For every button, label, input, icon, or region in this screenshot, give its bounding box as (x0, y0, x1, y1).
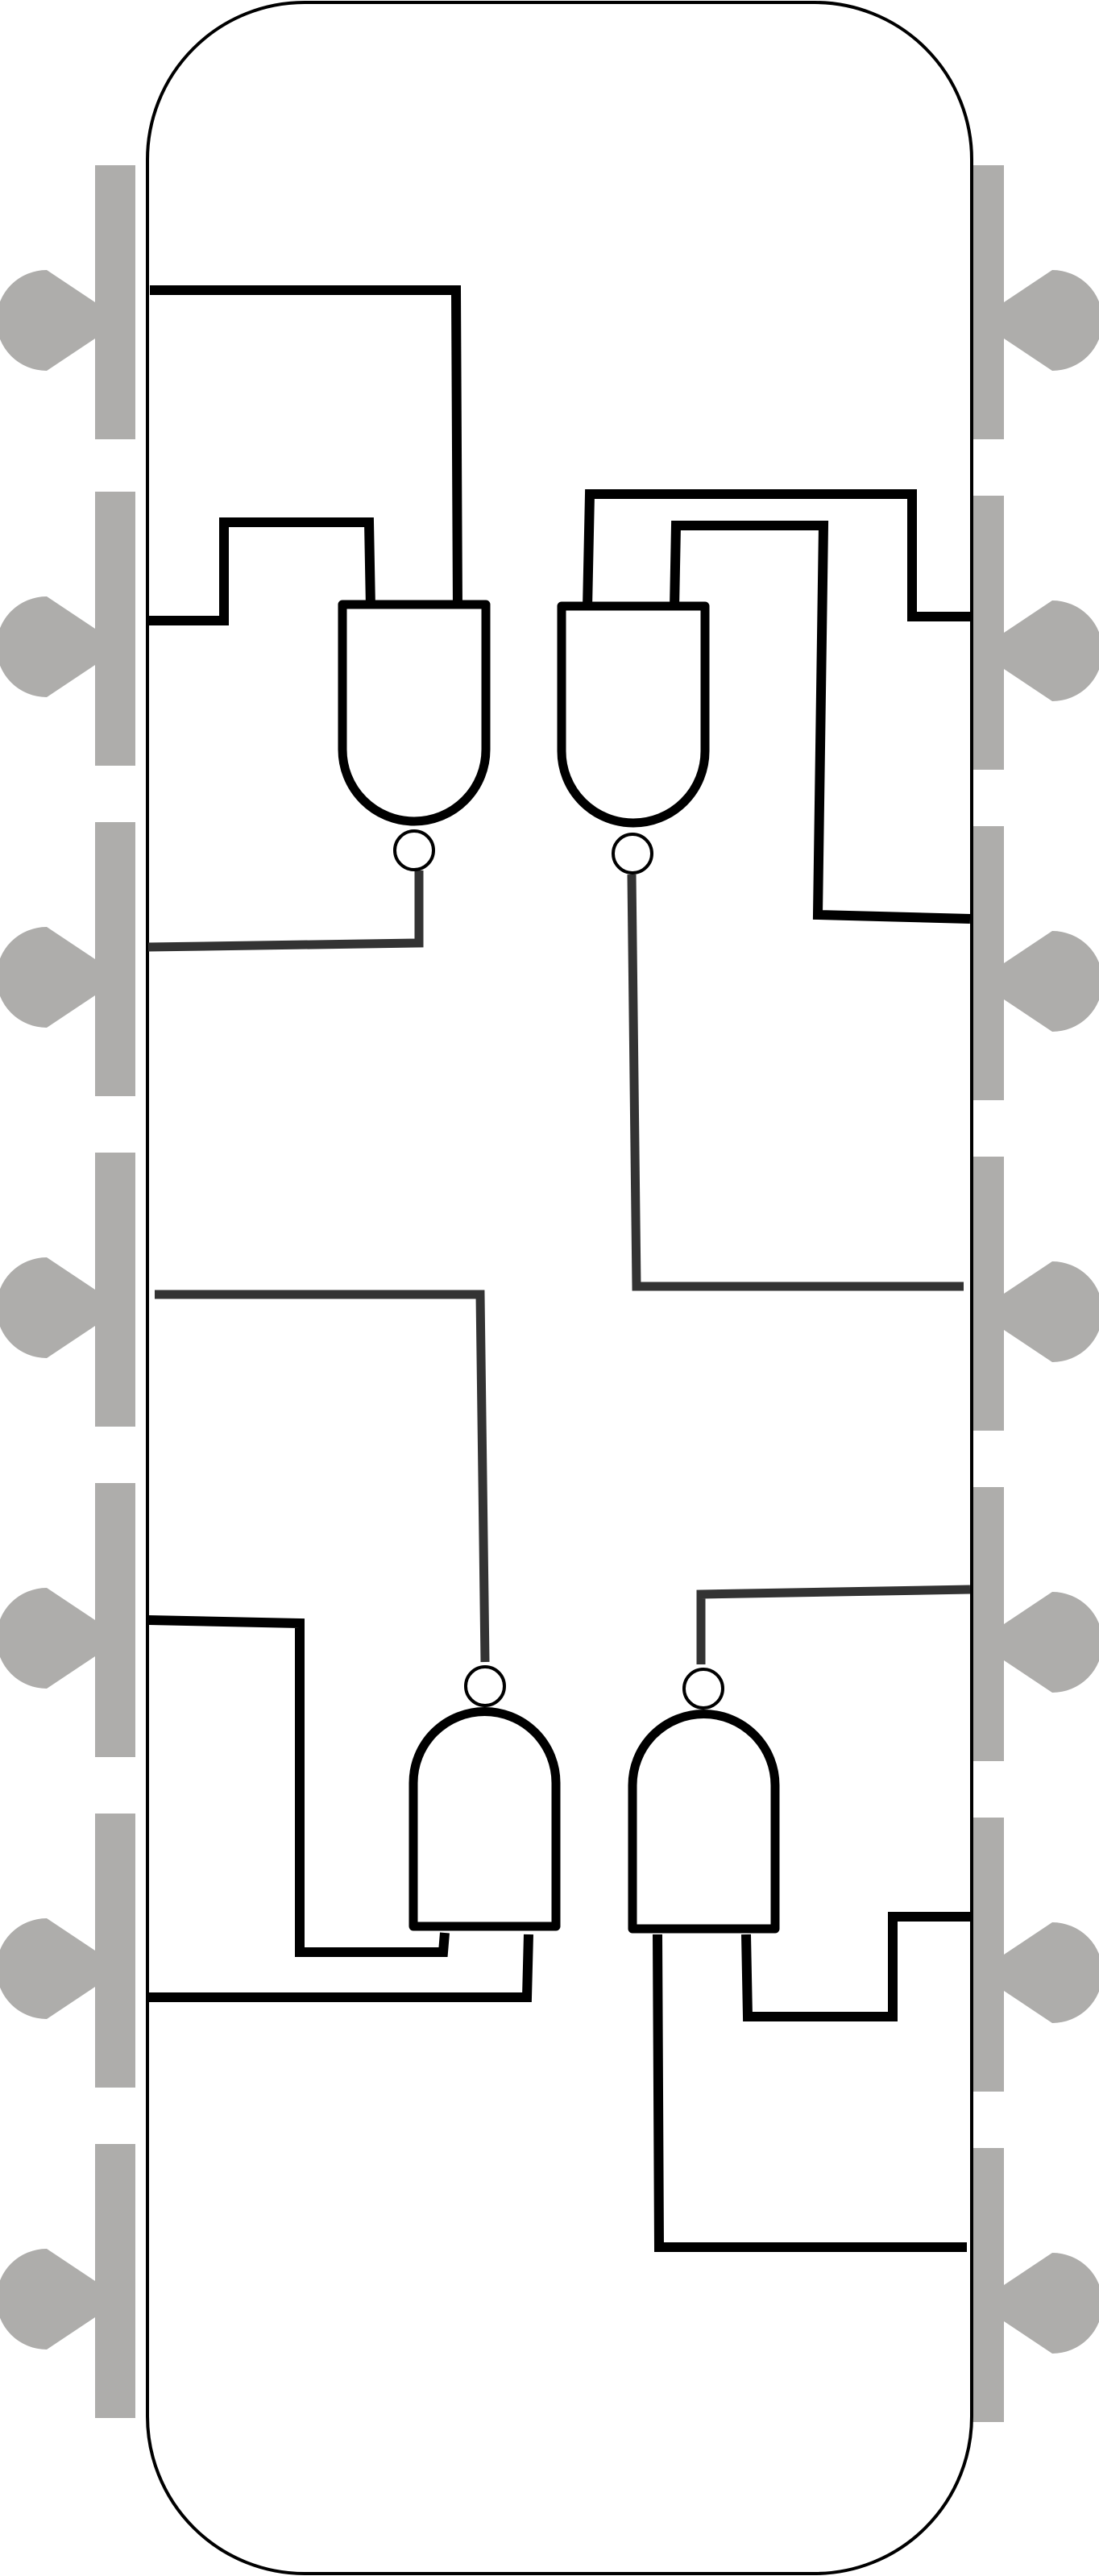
left-pin-7 (0, 2144, 135, 2418)
gate-3-output-bubble (464, 1665, 506, 1707)
right-pin-12 (964, 826, 1099, 1100)
wire-pin1-to-gate1 (150, 285, 462, 609)
nand-gate-4 (628, 1668, 780, 1934)
left-pin-1 (0, 165, 135, 439)
wire-pin12-to-gate2 (670, 521, 971, 924)
right-pin-14 (964, 165, 1099, 439)
right-pin-8 (964, 2148, 1099, 2422)
left-pin-2 (0, 492, 135, 766)
left-pin-3 (0, 822, 135, 1096)
gate-2-output-bubble (612, 833, 653, 875)
nand-gate-1 (338, 600, 491, 871)
left-pin-4 (0, 1153, 135, 1427)
left-pins (0, 165, 135, 2418)
right-pin-9 (964, 1818, 1099, 2092)
wire-pin6-to-gate3 (148, 1934, 533, 2002)
gates (338, 600, 780, 1934)
gate-1-output-bubble (393, 829, 435, 871)
left-pin-5 (0, 1483, 135, 1757)
gate-4-output-bubble (682, 1668, 724, 1710)
right-pin-10 (964, 1487, 1099, 1761)
wire-pin10-to-gate4 (696, 1585, 971, 1664)
right-pin-11 (964, 1157, 1099, 1431)
wire-gate3-to-pin4 (155, 1290, 490, 1663)
wire-gate2-to-pin11 (627, 874, 964, 1291)
wire-pin9-to-gate4 (741, 1912, 970, 2021)
right-pins (964, 165, 1099, 2422)
nand-gate-3 (408, 1665, 561, 1931)
left-pin-6 (0, 1814, 135, 2088)
nand-gate-2 (557, 601, 710, 875)
wire-pin2-to-gate1 (148, 517, 375, 625)
wire-gate1-to-pin3 (147, 870, 424, 952)
wires (147, 285, 971, 2252)
wire-pin5-to-gate3 (147, 1615, 450, 1957)
wire-pin13-to-gate2 (583, 489, 970, 621)
right-pin-13 (964, 496, 1099, 770)
wire-pin8-to-gate4 (653, 1934, 967, 2252)
